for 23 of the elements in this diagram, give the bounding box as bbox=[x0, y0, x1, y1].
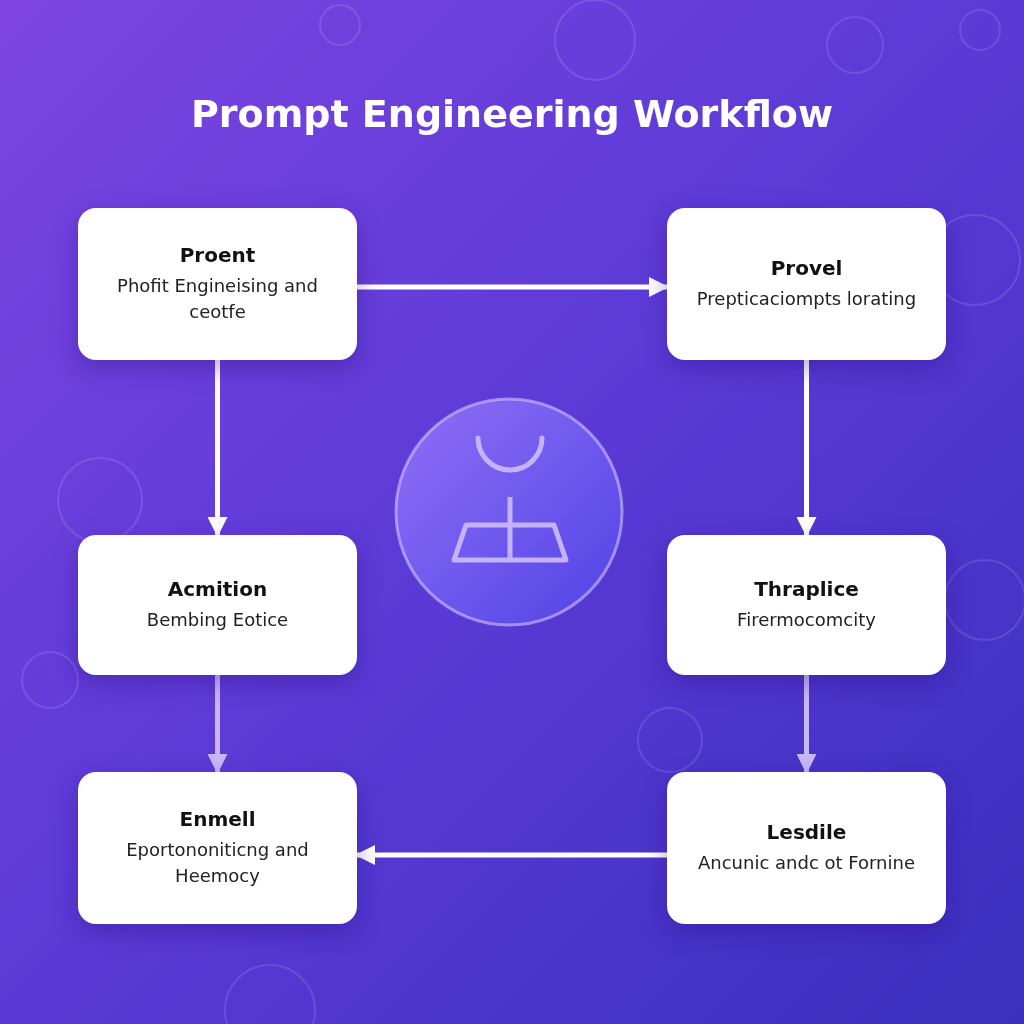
process-box bbox=[78, 772, 357, 924]
step-description: Firermocomcity bbox=[737, 607, 876, 632]
step-title: Acmition bbox=[167, 576, 268, 601]
process-box bbox=[78, 535, 357, 675]
step-description: Bembing Eotice bbox=[146, 607, 289, 632]
step-title: Enmell bbox=[179, 806, 256, 831]
arrow bbox=[207, 672, 228, 775]
step-title: Proent bbox=[179, 242, 256, 267]
step-description: Eportononiticng and Heemocy bbox=[125, 837, 310, 888]
arrow bbox=[207, 357, 228, 538]
process-box bbox=[78, 208, 357, 360]
process-box bbox=[667, 208, 946, 360]
step-title: Provel bbox=[770, 255, 843, 280]
title: Prompt Engineering Workflow bbox=[190, 92, 834, 136]
arrow bbox=[796, 672, 817, 775]
step-title: Thraplice bbox=[754, 576, 859, 601]
process-box bbox=[667, 772, 946, 924]
process-box bbox=[667, 535, 946, 675]
arrow bbox=[796, 357, 817, 538]
step-description: Prepticaciompts lorating bbox=[696, 286, 917, 311]
step-description: Phofit Engineising and ceotfe bbox=[116, 273, 319, 324]
step-description: Ancunic andc ot Fornine bbox=[698, 850, 915, 875]
step-title: Lesdile bbox=[766, 819, 847, 844]
